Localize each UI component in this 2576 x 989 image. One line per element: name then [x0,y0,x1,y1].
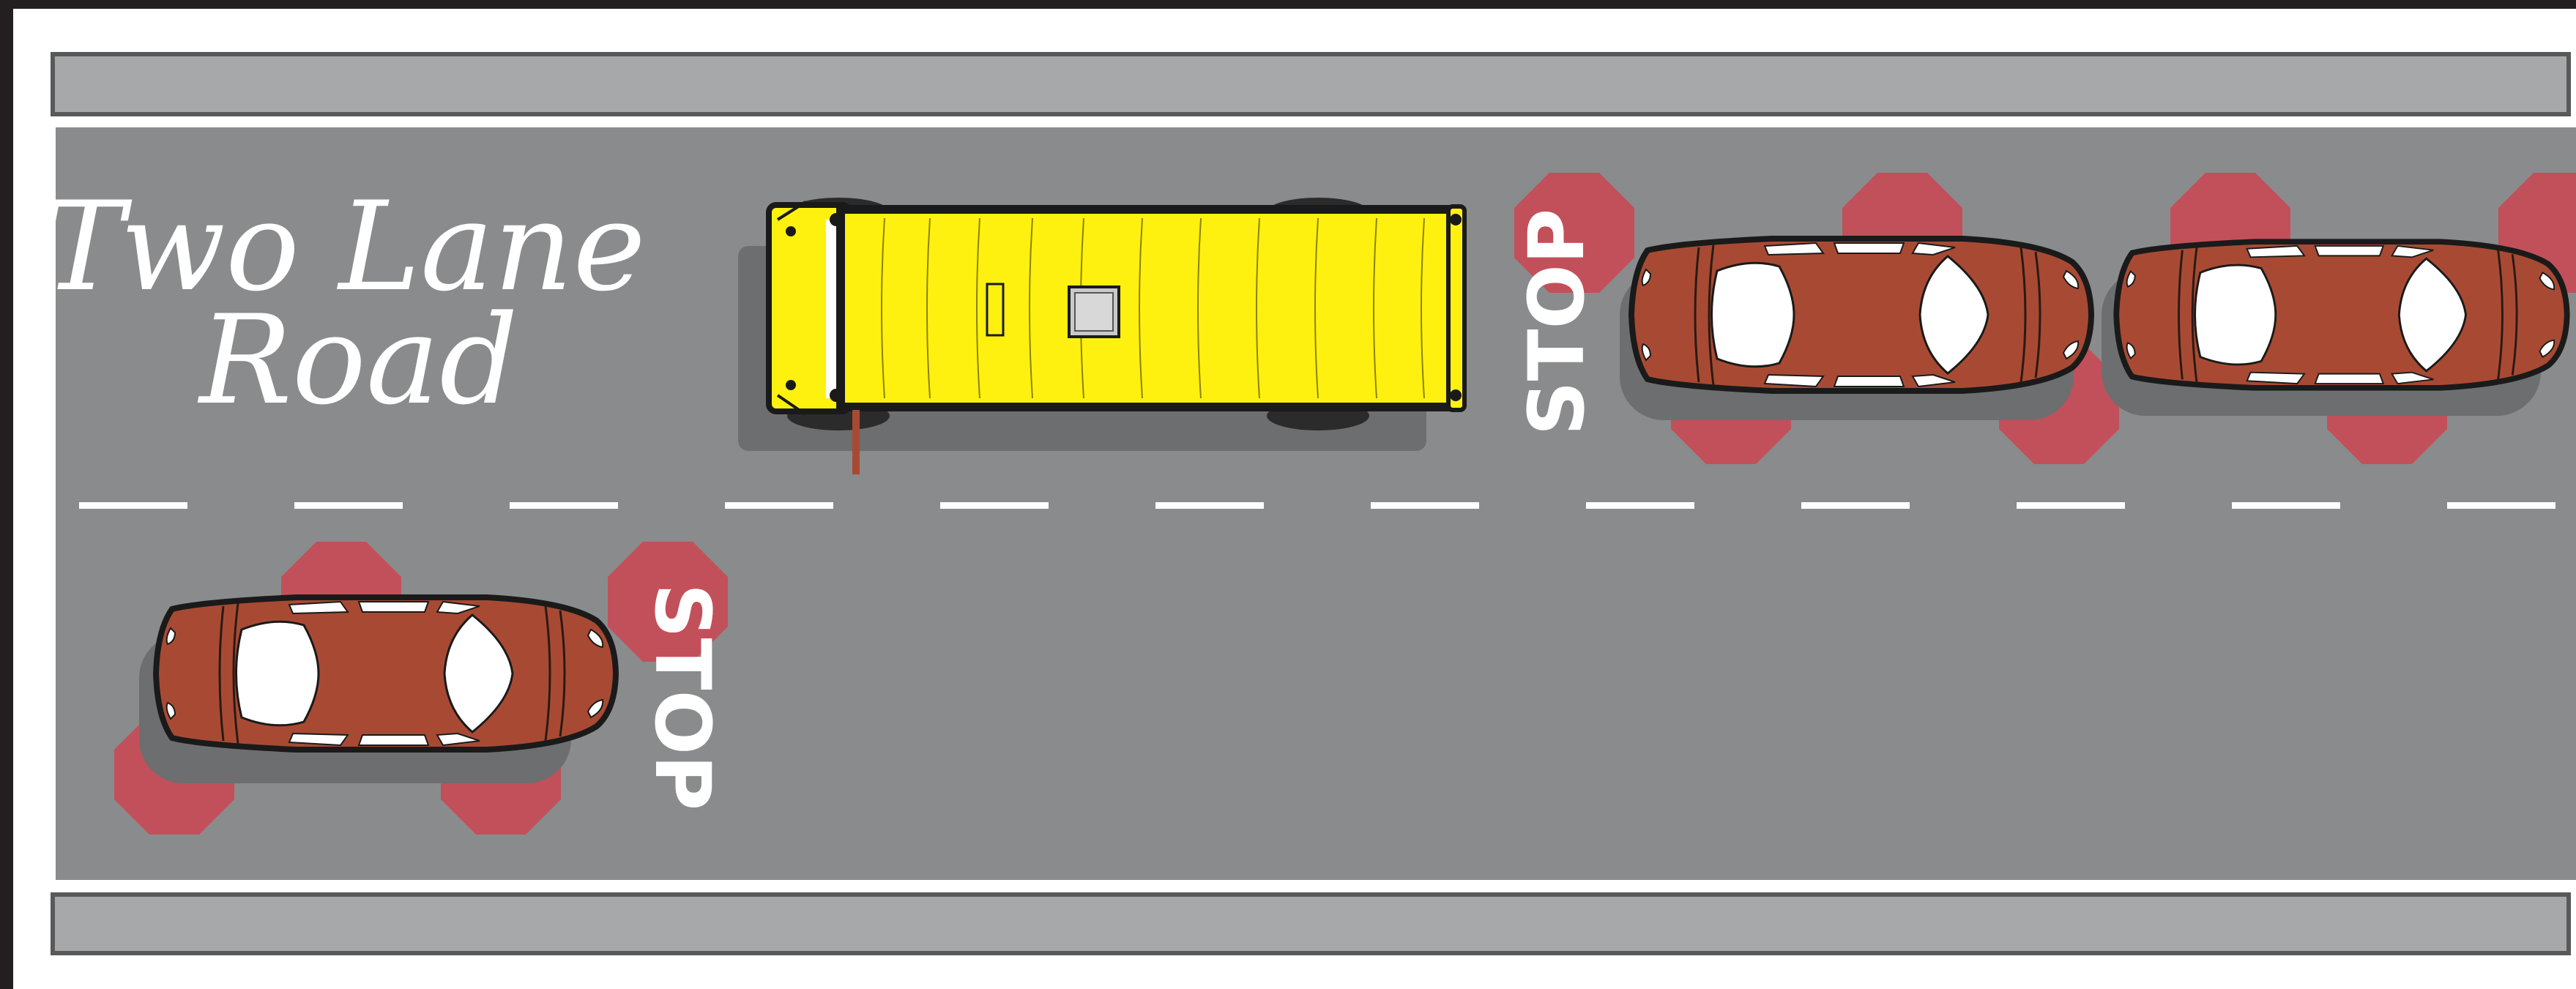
car-upper-1 [1631,239,2091,391]
stop-sign-upper: STOP [1512,209,1601,436]
car-upper-2 [2116,242,2566,388]
top-border [0,0,2576,9]
stop-sign-lower: STOP [638,583,727,810]
bottom-shoulder [53,895,2569,953]
title-line-2: Road [197,288,518,432]
stop-arm-pole [852,410,860,474]
car-lower-1 [156,597,616,750]
stop-sign-upper-label: STOP [1512,209,1601,436]
top-shoulder [53,54,2569,114]
left-border [0,0,13,989]
stop-sign-lower-label: STOP [638,583,727,810]
